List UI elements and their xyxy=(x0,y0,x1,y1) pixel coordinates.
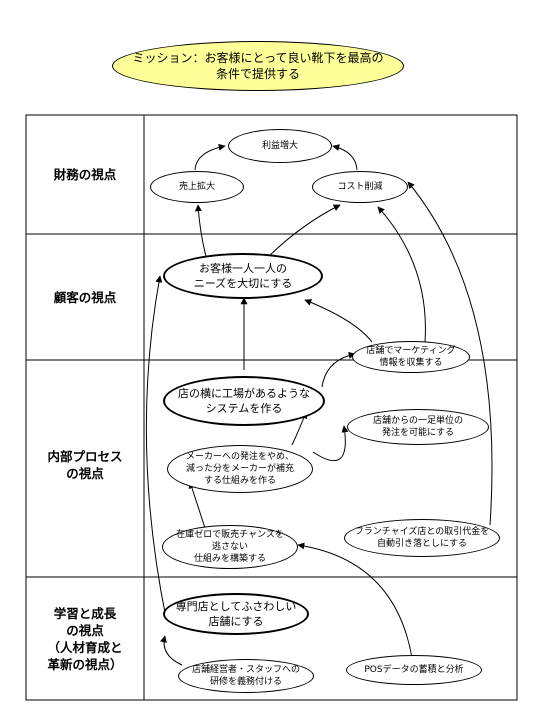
node-order-unit-line-1: 店舗からの一足単位の xyxy=(372,416,463,426)
arrow-cost-to-profit xyxy=(332,144,358,171)
node-profit-increase: 利益増大 xyxy=(228,129,332,163)
node-factory-line-1: 店の横に工場があるような xyxy=(178,387,310,400)
node-factory-system: 店の横に工場があるような システムを作る xyxy=(163,376,325,426)
mission-statement: ミッション：お客様にとって良い靴下を最高の 条件で提供する xyxy=(112,41,404,91)
financial-perspective-label: 財務の視点 xyxy=(26,115,144,234)
node-sales-text: 売上拡大 xyxy=(178,182,215,192)
node-training-line-2: 研修を義務付ける xyxy=(209,677,282,687)
node-profit-text: 利益増大 xyxy=(261,141,298,151)
arrow-sales-to-profit xyxy=(194,143,226,171)
node-training-line-1: 店舗経営者・スタッフへの xyxy=(191,665,300,675)
learning-perspective-line-3: （人材育成と xyxy=(47,639,123,655)
node-sales-expansion: 売上拡大 xyxy=(150,171,244,203)
internal-perspective-line-1: 内部プロセス xyxy=(47,449,123,464)
mission-line-2: 条件で提供する xyxy=(215,67,300,81)
arrow-specialty-to-needs xyxy=(145,275,167,619)
node-franchise-line-1: フランチャイズ店との取引代金を xyxy=(354,527,490,537)
arrow-franchise-to-cost xyxy=(407,181,493,526)
financial-perspective-text: 財務の視点 xyxy=(53,167,117,182)
node-zero-stock-line-1: 在庫ゼロで販売チャンスを xyxy=(176,530,284,540)
arrow-zerostock-to-maker xyxy=(188,481,206,529)
node-order-unit-line-2: 発注を可能にする xyxy=(381,428,455,438)
node-cost-text: コスト削減 xyxy=(337,182,383,192)
learning-perspective-line-2: の視点 xyxy=(66,622,104,638)
mission-line-1: ミッション：お客様にとって良い靴下を最高の xyxy=(132,51,384,65)
arrow-pos-to-zerostock xyxy=(297,542,413,659)
node-factory-line-2: システムを作る xyxy=(205,402,283,415)
node-maker-line-3: する仕組みを作る xyxy=(203,476,276,486)
node-franchise-auto-debit: フランチャイズ店との取引代金を 自動引き落としにする xyxy=(344,519,500,557)
node-customer-needs: お客様一人一人の ニーズを大切にする xyxy=(163,253,323,299)
learning-perspective-line-4: 革新の視点） xyxy=(47,656,123,672)
node-zero-stock-line-3: 仕組みを構築する xyxy=(193,554,266,564)
node-marketing-line-2: 情報を収集する xyxy=(379,358,443,368)
node-marketing-info: 店舗でマーケティング 情報を収集する xyxy=(352,341,470,373)
node-marketing-line-1: 店舗でマーケティング xyxy=(366,346,456,356)
customer-perspective-label: 顧客の視点 xyxy=(26,234,144,360)
arrow-training-to-specialty xyxy=(160,635,183,666)
node-pos-data: POSデータの蓄積と分析 xyxy=(346,655,482,685)
node-staff-training: 店舗経営者・スタッフへの 研修を義務付ける xyxy=(178,659,314,693)
node-customer-needs-line-2: ニーズを大切にする xyxy=(193,277,293,290)
arrow-marketing-to-needs xyxy=(304,299,373,343)
learning-perspective-line-1: 学習と成長 xyxy=(53,605,117,621)
arrow-factory-to-marketing xyxy=(321,351,356,388)
arrow-needs-to-cost xyxy=(264,204,341,261)
node-maker-line-2: 減った分をメーカーが補充 xyxy=(185,464,294,474)
node-single-pair-order: 店舗からの一足単位の 発注を可能にする xyxy=(347,409,489,445)
node-maker-replenishment: メーカーへの発注をやめ、 減った分をメーカーが補充 する仕組みを作る xyxy=(167,445,313,493)
customer-perspective-text: 顧客の視点 xyxy=(53,289,117,305)
node-maker-line-1: メーカーへの発注をやめ、 xyxy=(185,452,294,462)
causal-arrows xyxy=(145,143,493,666)
node-zero-stock: 在庫ゼロで販売チャンスを 逃さない 仕組みを構築する xyxy=(162,525,298,569)
node-customer-needs-line-1: お客様一人一人の xyxy=(199,262,287,275)
arrow-maker-to-orderunit xyxy=(312,425,349,462)
node-specialty-store: 専門店としてふさわしい 店舗にする xyxy=(163,593,309,635)
arrow-marketing-to-cost xyxy=(377,206,426,343)
node-zero-stock-line-2: 逃さない xyxy=(211,542,248,552)
node-franchise-line-2: 自動引き落としにする xyxy=(376,539,468,549)
node-specialty-line-1: 専門店としてふさわしい xyxy=(175,600,297,613)
internal-process-perspective-label: 内部プロセス の視点 xyxy=(26,380,144,550)
internal-perspective-line-2: の視点 xyxy=(66,466,104,481)
node-specialty-line-2: 店舗にする xyxy=(208,615,264,628)
arrow-needs-to-sales xyxy=(194,204,208,261)
node-pos-text: POSデータの蓄積と分析 xyxy=(364,665,464,675)
node-cost-reduction: コスト削減 xyxy=(312,171,408,203)
learning-growth-perspective-label: 学習と成長 の視点 （人材育成と 革新の視点） xyxy=(26,577,144,700)
